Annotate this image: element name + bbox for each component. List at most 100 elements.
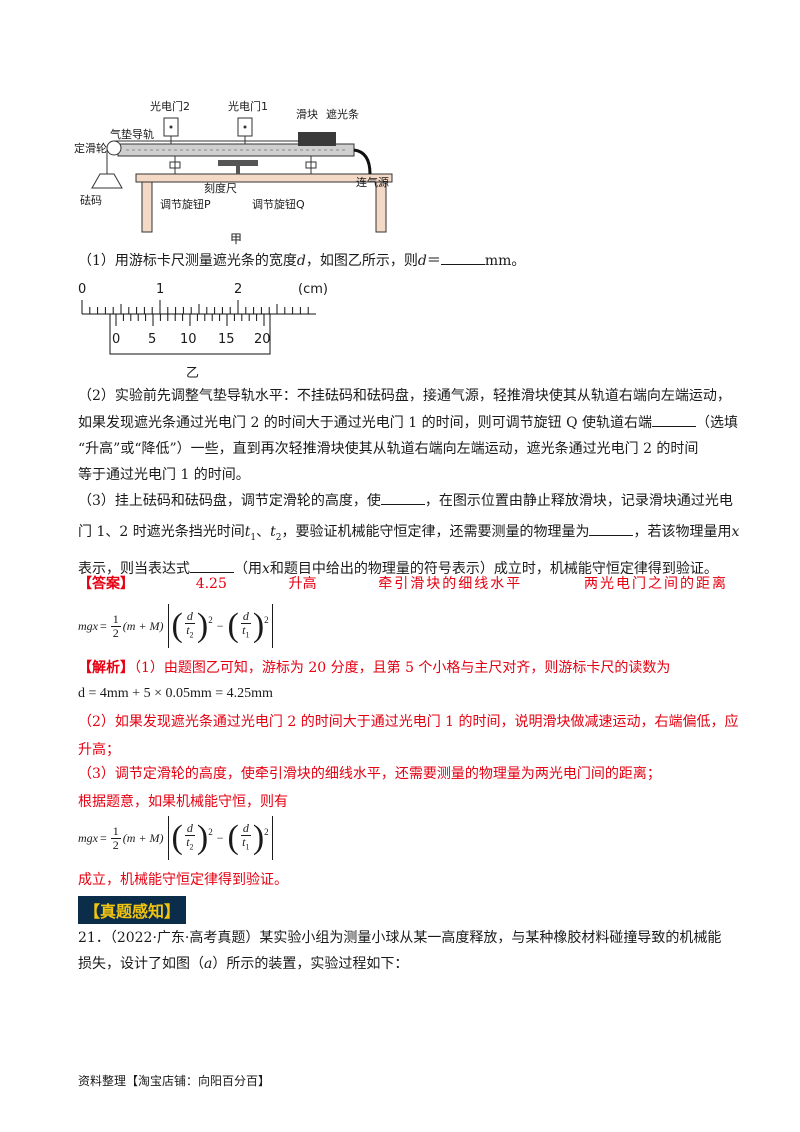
main-tick-1: 1 bbox=[156, 282, 165, 297]
label-slider: 滑块 bbox=[296, 108, 318, 121]
var-t1: t bbox=[244, 524, 251, 540]
var-a: a bbox=[204, 956, 213, 972]
frac-d: 2 bbox=[112, 625, 119, 640]
q21-text: 损失，设计了如图（ bbox=[78, 956, 204, 972]
vernier-caliper-figure: 0 1 2 (cm) 0 5 10 15 20 乙 bbox=[76, 282, 336, 382]
q21-line-2: 损失，设计了如图（a）所示的装置，实验过程如下： bbox=[78, 954, 721, 974]
reading-equation: d = 4mm + 5 × 0.05mm = 4.25mm bbox=[78, 686, 273, 701]
q1-text: （1）用游标卡尺测量遮光条的宽度 bbox=[78, 253, 297, 269]
paren-open: ( bbox=[227, 607, 239, 644]
question-1: （1）用游标卡尺测量遮光条的宽度d，如图乙所示，则d＝mm。 bbox=[78, 250, 525, 271]
answer-blank[interactable] bbox=[652, 412, 696, 427]
analysis-label: 【解析】 bbox=[78, 660, 134, 676]
q3-text: （用 bbox=[234, 560, 262, 577]
label-gate1: 光电门1 bbox=[228, 100, 268, 113]
label-air: 连气源 bbox=[356, 176, 389, 189]
answer-blank[interactable] bbox=[589, 521, 634, 536]
formula-lhs: mgx bbox=[78, 830, 98, 845]
analysis-p5: 成立，机械能守恒定律得到验证。 bbox=[78, 870, 288, 890]
q3-text: 、 bbox=[256, 524, 271, 540]
analysis-text: 成立，机械能守恒定律得到验证。 bbox=[78, 872, 288, 888]
q3-text: ，要验证机械能守恒定律，还需要测量的物理量为 bbox=[281, 524, 590, 540]
exp: 2 bbox=[264, 827, 269, 837]
analysis-text: （1）由题图乙可知，游标为 20 分度，且第 5 个小格与主尺对齐，则游标卡尺的… bbox=[134, 660, 671, 676]
q1-text: ，如图乙所示，则 bbox=[305, 253, 418, 269]
paren-close: ) bbox=[252, 607, 265, 644]
q3-text: ，若该物理量用 bbox=[633, 524, 732, 540]
caption-yi: 乙 bbox=[186, 366, 200, 381]
q3-text: 门 1、2 时遮光条挡光时间 bbox=[78, 524, 245, 540]
vernier-tick-20: 20 bbox=[254, 332, 271, 347]
frac-d: t1 bbox=[242, 836, 249, 853]
section-title: 【真题感知】 bbox=[84, 902, 181, 921]
answer-label: 【答案】 bbox=[78, 576, 134, 592]
analysis-p1: 【解析】（1）由题图乙可知，游标为 20 分度，且第 5 个小格与主尺对齐，则游… bbox=[78, 658, 670, 678]
sub-2: 2 bbox=[275, 532, 282, 543]
exp: 2 bbox=[208, 827, 213, 837]
exp: 2 bbox=[208, 615, 213, 625]
frac-n: d bbox=[240, 821, 251, 837]
exp: 2 bbox=[264, 615, 269, 625]
air-track-figure bbox=[91, 117, 393, 233]
frac-n: d bbox=[184, 609, 195, 625]
minus: − bbox=[216, 618, 224, 633]
q3-line-2: 门 1、2 时遮光条挡光时间t1、t2，要验证机械能守恒定律，还需要测量的物理量… bbox=[78, 521, 739, 548]
apparatus-diagram: 光电门2 光电门1 滑块 遮光条 气垫导轨 定滑轮 砝码 刻度尺 调节旋钮P 调… bbox=[70, 88, 410, 248]
label-rail: 气垫导轨 bbox=[110, 128, 154, 141]
analysis-p2: （2）如果发现遮光条通过光电门 2 的时间大于通过光电门 1 的时间，说明滑块做… bbox=[78, 712, 739, 760]
analysis-text: （3）调节定滑轮的高度，使牵引滑块的细线水平，还需要测量的物理量为两光电门间的距… bbox=[78, 766, 661, 782]
sub: 1 bbox=[245, 842, 250, 852]
q3-line-1: （3）挂上砝码和砝码盘，调节定滑轮的高度，使，在图示位置由静止释放滑块，记录滑块… bbox=[78, 490, 739, 511]
frac-d: t2 bbox=[186, 624, 193, 641]
paren-open: ( bbox=[171, 819, 183, 856]
q1-text: ＝ bbox=[426, 253, 441, 269]
q3-text: 和题目中给出的物理量的符号表示）成立时，机械能守恒定律得到验证。 bbox=[269, 560, 718, 577]
answer-4: 两光电门之间的距离 bbox=[583, 576, 728, 592]
var-d: d bbox=[417, 253, 427, 269]
formula-eq: = bbox=[100, 830, 107, 845]
t: t bbox=[186, 623, 190, 638]
formula-eq: = bbox=[100, 618, 107, 633]
answer-blank[interactable] bbox=[190, 558, 234, 573]
vernier-tick-10: 10 bbox=[180, 332, 197, 347]
label-gate2: 光电门2 bbox=[150, 100, 190, 113]
answer-1: 4.25 bbox=[195, 576, 227, 592]
main-tick-2: 2 bbox=[234, 282, 243, 297]
t: t bbox=[242, 623, 246, 638]
question-21: 21．（2022·广东·高考真题）某实验小组为测量小球从某一高度释放，与某种橡胶… bbox=[78, 928, 721, 974]
label-shade: 遮光条 bbox=[326, 108, 359, 121]
question-2: （2）实验前先调整气垫导轨水平：不挂砝码和砝码盘，接通气源，轻推滑块使其从轨道右… bbox=[78, 386, 738, 485]
answer-blank[interactable] bbox=[440, 250, 485, 265]
q1-text: mm。 bbox=[484, 253, 526, 269]
answer-blank[interactable] bbox=[380, 490, 425, 505]
sub-1: 1 bbox=[250, 532, 257, 543]
q21-line-1: 21．（2022·广东·高考真题）某实验小组为测量小球从某一高度释放，与某种橡胶… bbox=[78, 930, 722, 946]
footer: 资料整理【淘宝店铺：向阳百分百】 bbox=[78, 1072, 270, 1089]
q2-line-3: “升高”或“降低”）一些，直到再次轻推滑块使其从轨道右端向左端运动，遮光条通过光… bbox=[78, 441, 699, 457]
var-x: x bbox=[262, 560, 270, 577]
q2-text: 如果发现遮光条通过光电门 2 的时间大于通过光电门 1 的时间，则可调节旋钮 Q… bbox=[78, 415, 652, 431]
q3-text: ，在图示位置由静止释放滑块，记录滑块通过光电 bbox=[424, 493, 733, 509]
answer-3: 牵引滑块的细线水平 bbox=[378, 576, 523, 592]
minus: − bbox=[216, 830, 224, 845]
var-x: x bbox=[731, 524, 740, 540]
frac-d: 2 bbox=[112, 837, 119, 852]
analysis-text: 升高； bbox=[78, 742, 120, 758]
paren-open: ( bbox=[171, 607, 183, 644]
label-knob-q: 调节旋钮Q bbox=[252, 198, 305, 211]
q3-text: 表示，则当表达式 bbox=[78, 560, 190, 577]
frac-n: d bbox=[184, 821, 195, 837]
formula-mass: (m + M) bbox=[122, 618, 164, 633]
vernier-tick-15: 15 bbox=[218, 332, 235, 347]
caliper-svg bbox=[81, 300, 316, 355]
paren-close: ) bbox=[252, 819, 265, 856]
vernier-tick-5: 5 bbox=[148, 332, 157, 347]
answer-2: 升高 bbox=[288, 576, 317, 592]
